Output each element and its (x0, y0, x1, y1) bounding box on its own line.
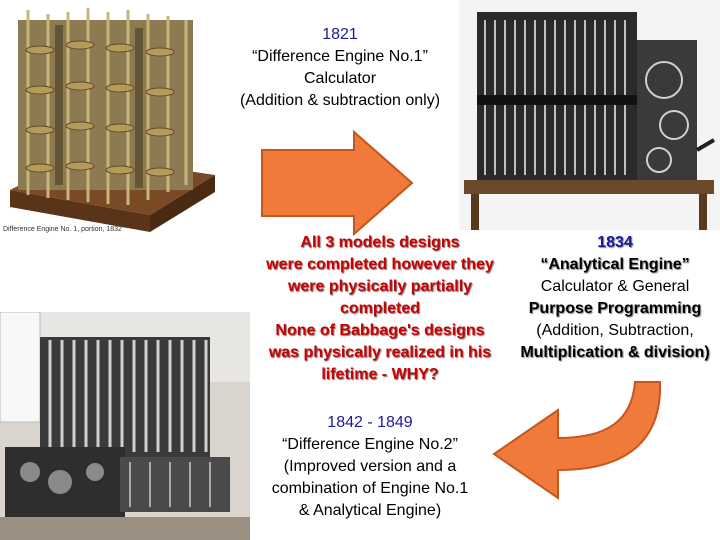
ae-ops-1: (Addition, Subtraction, (536, 322, 694, 339)
note-line-3: were physically partially (287, 278, 473, 295)
note-line-4: completed (339, 300, 420, 317)
photo-caption: Difference Engine No. 1, portion, 1832 (3, 226, 122, 233)
de2-desc-3: & Analytical Engine) (298, 502, 442, 519)
analytical-engine-photo (459, 0, 720, 230)
de2-desc-1: (Improved version and a (283, 458, 457, 475)
ae-year: 1834 (597, 234, 633, 251)
curved-left-arrow-icon (492, 381, 662, 500)
note-line-6: was physically realized in his (268, 344, 492, 361)
right-arrow-icon (261, 129, 414, 237)
de1-type: Calculator (303, 70, 377, 87)
de2-desc-2: combination of Engine No.1 (271, 480, 469, 497)
note-line-1: All 3 models designs (300, 234, 460, 251)
de1-year: 1821 (322, 26, 358, 43)
de1-name: “Difference Engine No.1” (252, 48, 428, 65)
note-line-7: lifetime - WHY? (321, 366, 439, 383)
ae-name: “Analytical Engine” (540, 256, 690, 273)
note-line-5: None of Babbage's designs (275, 322, 485, 339)
difference-engine-2-text: 1842 - 1849 “Difference Engine No.2” (Im… (250, 412, 490, 522)
analytical-engine-text: 1834 “Analytical Engine” Calculator & Ge… (510, 232, 720, 364)
middle-note: All 3 models designs were completed howe… (250, 232, 510, 386)
de2-years: 1842 - 1849 (327, 414, 413, 431)
note-line-2: were completed however they (266, 256, 494, 273)
ae-type-1: Calculator & General (540, 278, 690, 295)
de2-name: “Difference Engine No.2” (282, 436, 458, 453)
ae-ops-2: Multiplication & division) (520, 344, 710, 361)
difference-engine-1-photo: Difference Engine No. 1, portion, 1832 (0, 0, 222, 240)
ae-type-2: Purpose Programming (528, 300, 702, 317)
difference-engine-2-photo (0, 312, 250, 540)
difference-engine-1-text: 1821 “Difference Engine No.1” Calculator… (222, 24, 458, 112)
de1-ops: (Addition & subtraction only) (239, 92, 441, 109)
